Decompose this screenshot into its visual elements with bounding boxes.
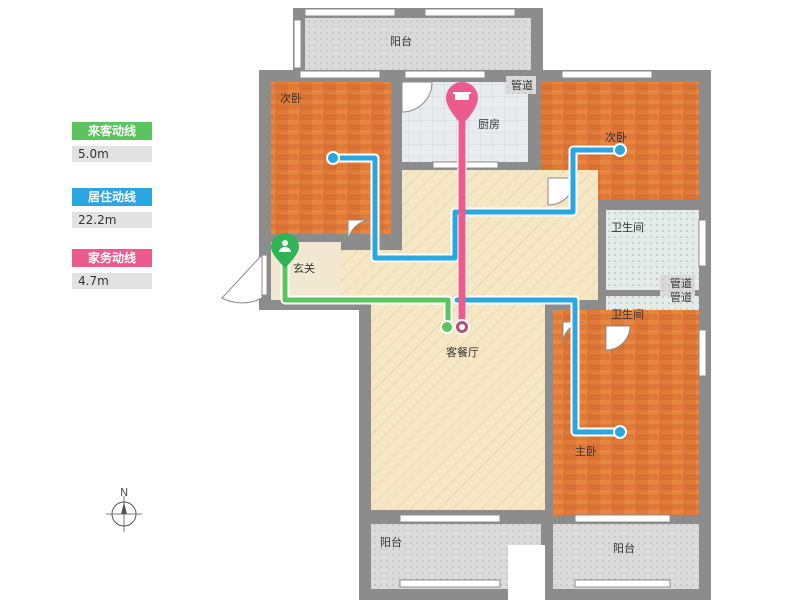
- legend-living-value: 22.2m: [72, 212, 152, 228]
- doors: [221, 81, 631, 351]
- label-balcony-bl: 阳台: [380, 535, 402, 549]
- living-route-upper: [330, 147, 623, 261]
- label-duct-mid-2: 管道: [670, 290, 692, 304]
- duct-top: [506, 76, 536, 94]
- legend-chore-title: 家务动线: [72, 249, 152, 267]
- routes: [280, 95, 627, 439]
- compass-north-label: N: [120, 486, 128, 499]
- legend-chore-route: 家务动线 4.7m: [72, 249, 152, 289]
- label-bedroom-ne: 次卧: [605, 130, 627, 144]
- legend-living-title: 居住动线: [72, 188, 152, 206]
- label-master-bedroom: 主卧: [575, 445, 597, 458]
- label-kitchen: 厨房: [478, 118, 500, 131]
- legend-guest-title: 来客动线: [72, 122, 152, 140]
- chore-start-pin: [446, 82, 478, 125]
- balcony-top: [305, 18, 531, 70]
- legend-living-route: 居住动线 22.2m: [72, 188, 152, 228]
- guest-start-pin: [271, 233, 299, 268]
- compass-icon: [106, 496, 142, 532]
- label-balcony-top: 阳台: [390, 34, 412, 48]
- label-bath-2: 卫生间: [611, 307, 644, 321]
- legend-guest-route: 来客动线 5.0m: [72, 122, 152, 162]
- balcony-bottom-right: [553, 524, 699, 589]
- legend-guest-value: 5.0m: [72, 146, 152, 162]
- label-entrance: 玄关: [293, 261, 315, 275]
- guest-route: [282, 255, 451, 323]
- living-route-lower: [454, 297, 623, 435]
- label-duct-top: 管道: [511, 78, 533, 92]
- label-bedroom-nw: 次卧: [280, 91, 302, 105]
- label-bath-1: 卫生间: [611, 220, 644, 234]
- label-balcony-br: 阳台: [613, 541, 635, 555]
- label-living-dining: 客餐厅: [446, 345, 479, 359]
- legend-chore-value: 4.7m: [72, 273, 152, 289]
- label-duct-mid-1: 管道: [670, 276, 692, 290]
